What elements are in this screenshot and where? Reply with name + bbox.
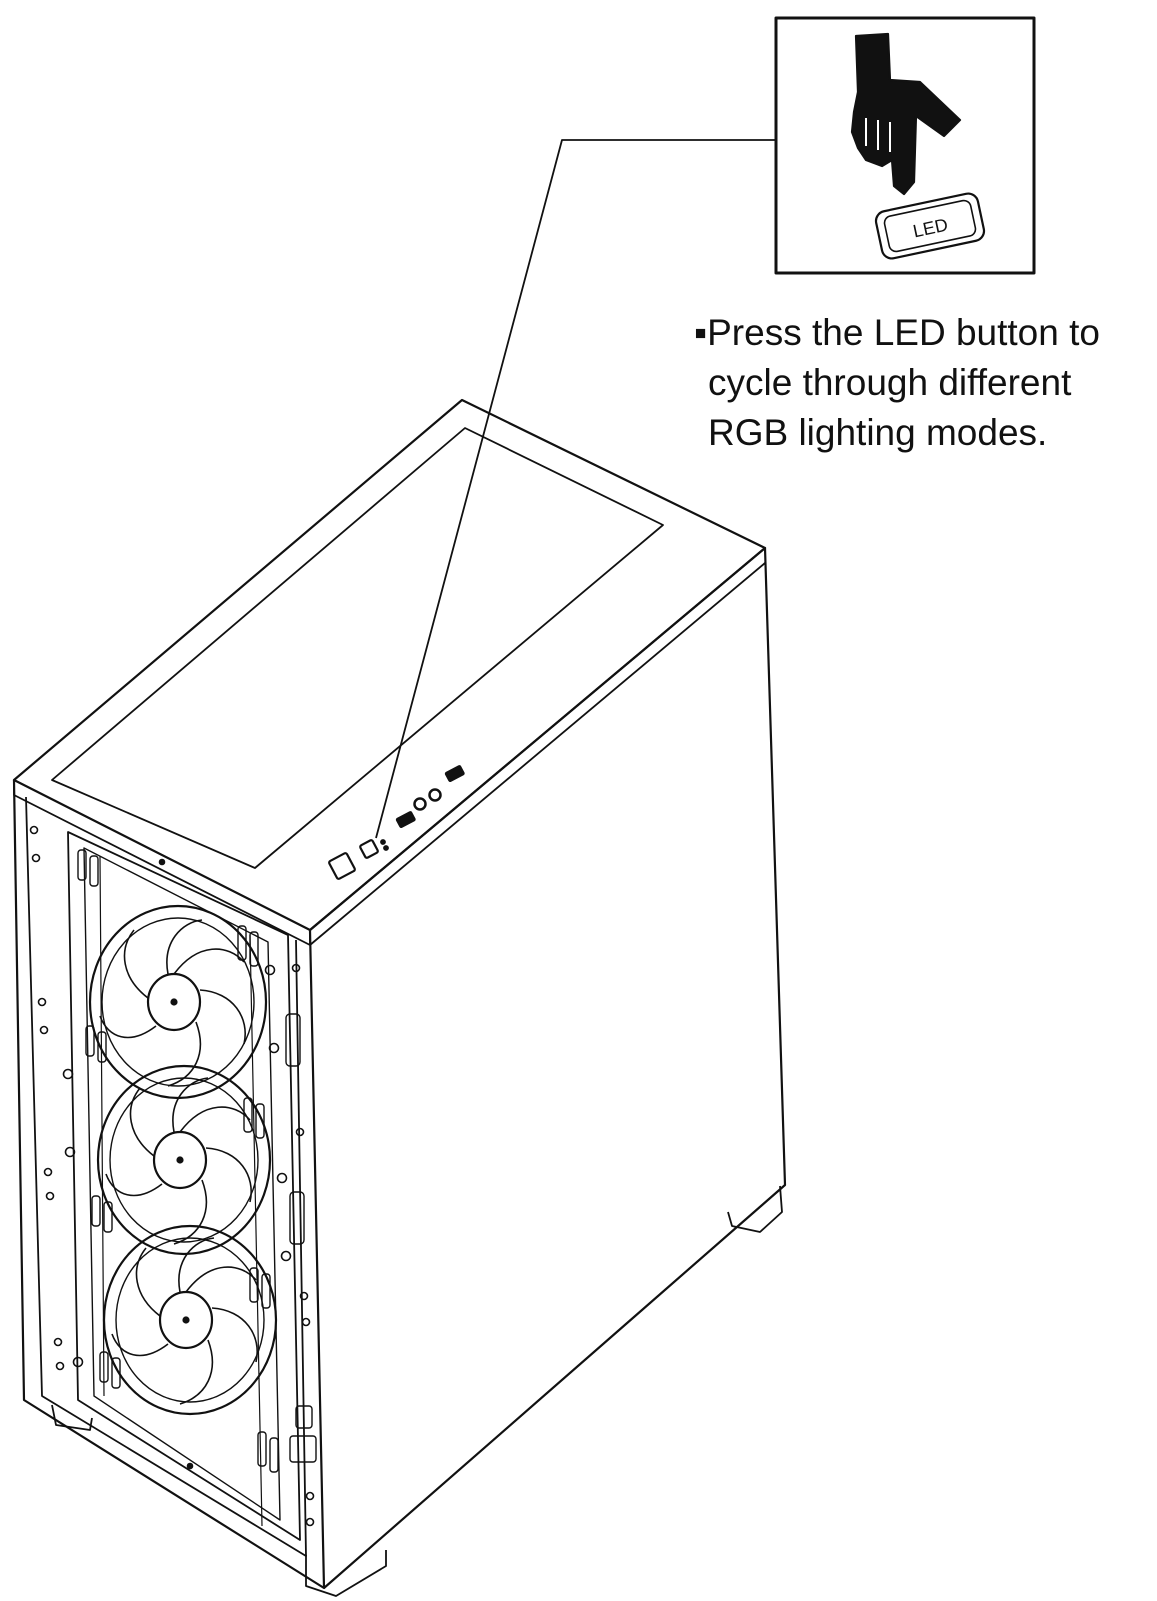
leader-line (375, 139, 776, 839)
usb-port-icon (395, 811, 416, 829)
callout-line-3: RGB lighting modes. (708, 412, 1048, 453)
case-fan-icon (88, 904, 268, 1100)
led-button-top (359, 839, 379, 859)
pc-case (12, 398, 787, 1597)
callout-line-2: cycle through different (708, 362, 1072, 403)
led-button-icon: LED (874, 192, 986, 260)
top-io-panel (328, 765, 465, 880)
bullet-icon: ▪ (694, 312, 708, 353)
case-fan-icon (96, 1064, 272, 1256)
led-button-inset: LED (774, 16, 1036, 275)
case-fan-icon (102, 1224, 278, 1416)
mounting-holes (29, 825, 315, 1527)
callout-line-1: ▪Press the LED button to (694, 312, 1100, 353)
audio-jack-icon (428, 788, 442, 802)
frame-slots (77, 849, 317, 1473)
callout-text: ▪Press the LED button to cycle through d… (694, 308, 1154, 458)
audio-jack-icon (413, 797, 427, 811)
power-button-icon (328, 852, 356, 880)
pointing-hand-icon (850, 32, 962, 196)
usb-port-icon (444, 765, 465, 783)
